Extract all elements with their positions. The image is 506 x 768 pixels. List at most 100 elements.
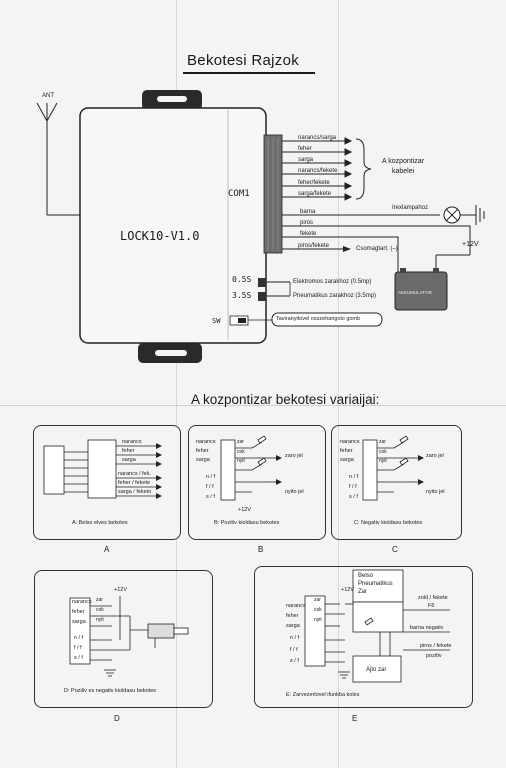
plus12-label: +12V xyxy=(114,587,127,593)
wire-label: narancs/sarga xyxy=(298,135,337,141)
wire-label: fekete xyxy=(300,231,317,237)
panel-c-letter: C xyxy=(392,545,398,554)
wire-label: narancs xyxy=(340,439,360,445)
wire-label: F6 xyxy=(428,603,435,609)
battery xyxy=(394,271,448,311)
wire-label: s / f xyxy=(206,494,215,500)
title-underline xyxy=(183,72,315,74)
wire-label: feher xyxy=(298,146,312,152)
wire-label: zold / fekete xyxy=(418,595,448,601)
box-label: Zar xyxy=(358,589,367,595)
ant-label: ANT xyxy=(42,93,54,99)
panel-b-caption: B: Pozitiv kioldasu bekotes xyxy=(214,520,280,526)
wire-label: narancs xyxy=(122,439,142,445)
wire-label: sarga xyxy=(196,457,210,463)
tag-label: zar xyxy=(237,439,244,445)
wire-label: narancs xyxy=(72,599,92,605)
tag-label: nyit xyxy=(237,458,245,464)
wire-label: s / f xyxy=(74,655,83,661)
wire-label: narancs / fek. xyxy=(118,471,152,477)
tag-label: cok xyxy=(379,449,387,455)
wire-label: piros xyxy=(300,220,314,226)
wire-label: sarga/fekete xyxy=(298,191,332,197)
fuse-0-5 xyxy=(258,278,266,287)
wire-label: feher/fekete xyxy=(298,180,330,186)
wire-label: sarga xyxy=(122,457,136,463)
panel-d xyxy=(34,570,213,708)
plus12-label: +12V xyxy=(238,507,251,513)
fuse1-label: 0.5S xyxy=(232,275,252,284)
panel-d-caption: D: Poziliv es negativ kioldasu bekotes xyxy=(64,688,157,694)
battery-label: AKKUMULATOR xyxy=(398,290,432,295)
sw-label: SW xyxy=(212,317,221,325)
tag-label: zar xyxy=(96,597,103,603)
close-signal-label: zaro jel xyxy=(426,453,444,459)
wire-label: sarga xyxy=(72,619,86,625)
device-label: LOCK10-V1.0 xyxy=(120,229,200,243)
panel-a-caption: A: Belso elves bekotes xyxy=(72,520,128,526)
wire-label: narancs xyxy=(196,439,216,445)
page-title: Bekotesi Rajzok xyxy=(187,52,300,69)
fold-line xyxy=(176,0,177,768)
trunk-label: Csomagtart. (–) xyxy=(356,246,398,252)
antenna-icon xyxy=(36,102,80,216)
wire-label: n / f xyxy=(206,474,216,480)
wire-label: feher xyxy=(340,448,353,454)
panel-c xyxy=(331,425,462,540)
brace-label: kabelei xyxy=(392,168,415,175)
section-subtitle: A kozpontizar bekotesi variaijai: xyxy=(191,392,380,407)
wire-label: feher xyxy=(122,448,135,454)
wire-label: n / f xyxy=(74,635,84,641)
wire-label: sarga xyxy=(340,457,354,463)
open-signal-label: nyito jel xyxy=(285,489,304,495)
wire-label: piros/fekete xyxy=(298,243,330,249)
wire-label: barna negativ xyxy=(410,625,444,631)
ground-icon xyxy=(104,669,350,679)
tag-label: cok xyxy=(237,449,245,455)
wire-label: feher / fekete xyxy=(118,480,151,486)
wire-label: n / f xyxy=(290,635,300,641)
electro-label: Elektromos zarakhoz (0.5mp) xyxy=(293,279,372,285)
fold-line xyxy=(338,0,339,768)
wire-label: sarga xyxy=(286,623,300,629)
close-signal-label: zaro jel xyxy=(285,453,303,459)
wire-label: narancs/fekete xyxy=(298,168,338,174)
wire-label: s / f xyxy=(290,658,299,664)
panel-b xyxy=(188,425,326,540)
panel-a-letter: A xyxy=(104,545,110,554)
panel-e-letter: E xyxy=(352,714,358,723)
relay-icon xyxy=(257,435,409,626)
brace xyxy=(355,138,372,200)
wire-label: sarga / feketo xyxy=(118,489,152,495)
ground-icon xyxy=(475,205,485,225)
open-signal-label: nyito jel xyxy=(426,489,445,495)
wire-label: n / f xyxy=(349,474,359,480)
wire-label: feher xyxy=(286,613,299,619)
wire-label: f / f xyxy=(74,645,82,651)
pneu-label: Pneumatikus zarakhoz (3.5mp) xyxy=(293,293,377,299)
wire-label: pozitiv xyxy=(426,653,442,659)
box-label: Pneumatikus xyxy=(358,581,393,587)
tag-label: nyit xyxy=(96,617,104,623)
wire-label: f / f xyxy=(206,484,214,490)
panel-e xyxy=(254,566,473,708)
tag-label: cok xyxy=(96,607,104,613)
wire-label: narancs xyxy=(286,603,306,609)
arrow-icon xyxy=(156,443,424,499)
tag-label: zar xyxy=(314,597,321,603)
wire-label: feher xyxy=(196,448,209,454)
panel-d-letter: D xyxy=(114,714,120,723)
panel-b-letter: B xyxy=(258,545,264,554)
wire-label: f / f xyxy=(290,647,298,653)
tag-label: cok xyxy=(314,607,322,613)
tag-label: zar xyxy=(379,439,386,445)
tag-label: nyit xyxy=(379,458,387,464)
fold-line xyxy=(0,405,506,406)
plus12-label: +12V xyxy=(341,587,354,593)
wire-label: s / f xyxy=(349,494,358,500)
box-label: Belso xyxy=(358,573,374,579)
wire-label: piros / fekete xyxy=(420,643,452,649)
wire-label: barna xyxy=(300,209,316,215)
plus12-label: +12V xyxy=(462,241,479,248)
